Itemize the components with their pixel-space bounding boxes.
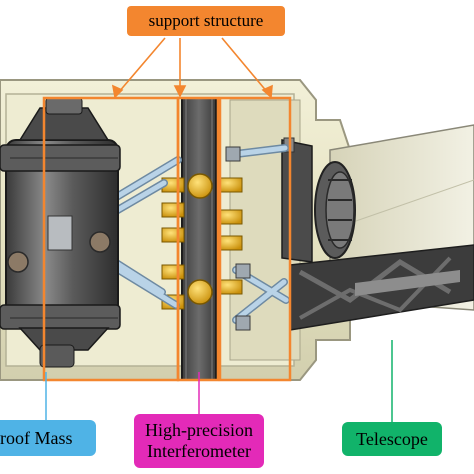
proof-mass-assembly: [0, 97, 121, 368]
telescope-mirror: [314, 161, 356, 259]
optical-bench-plate: [281, 137, 313, 263]
telescope-truss: [289, 244, 474, 331]
interferometer-bench: [181, 97, 217, 381]
support-structure-label: support structure: [127, 6, 285, 36]
callout-leaders: [45, 340, 393, 422]
support-structure-arrows: [111, 37, 273, 99]
proof-mass-label: roof Mass: [0, 420, 96, 456]
interferometer-label-line1: High-precision: [145, 420, 253, 441]
interferometer-label-line2: Interferometer: [147, 441, 251, 461]
telescope-label: Telescope: [342, 422, 442, 456]
support-structure-frames: [42, 96, 292, 382]
interferometer-label: High-precision Interferometer: [134, 414, 264, 468]
